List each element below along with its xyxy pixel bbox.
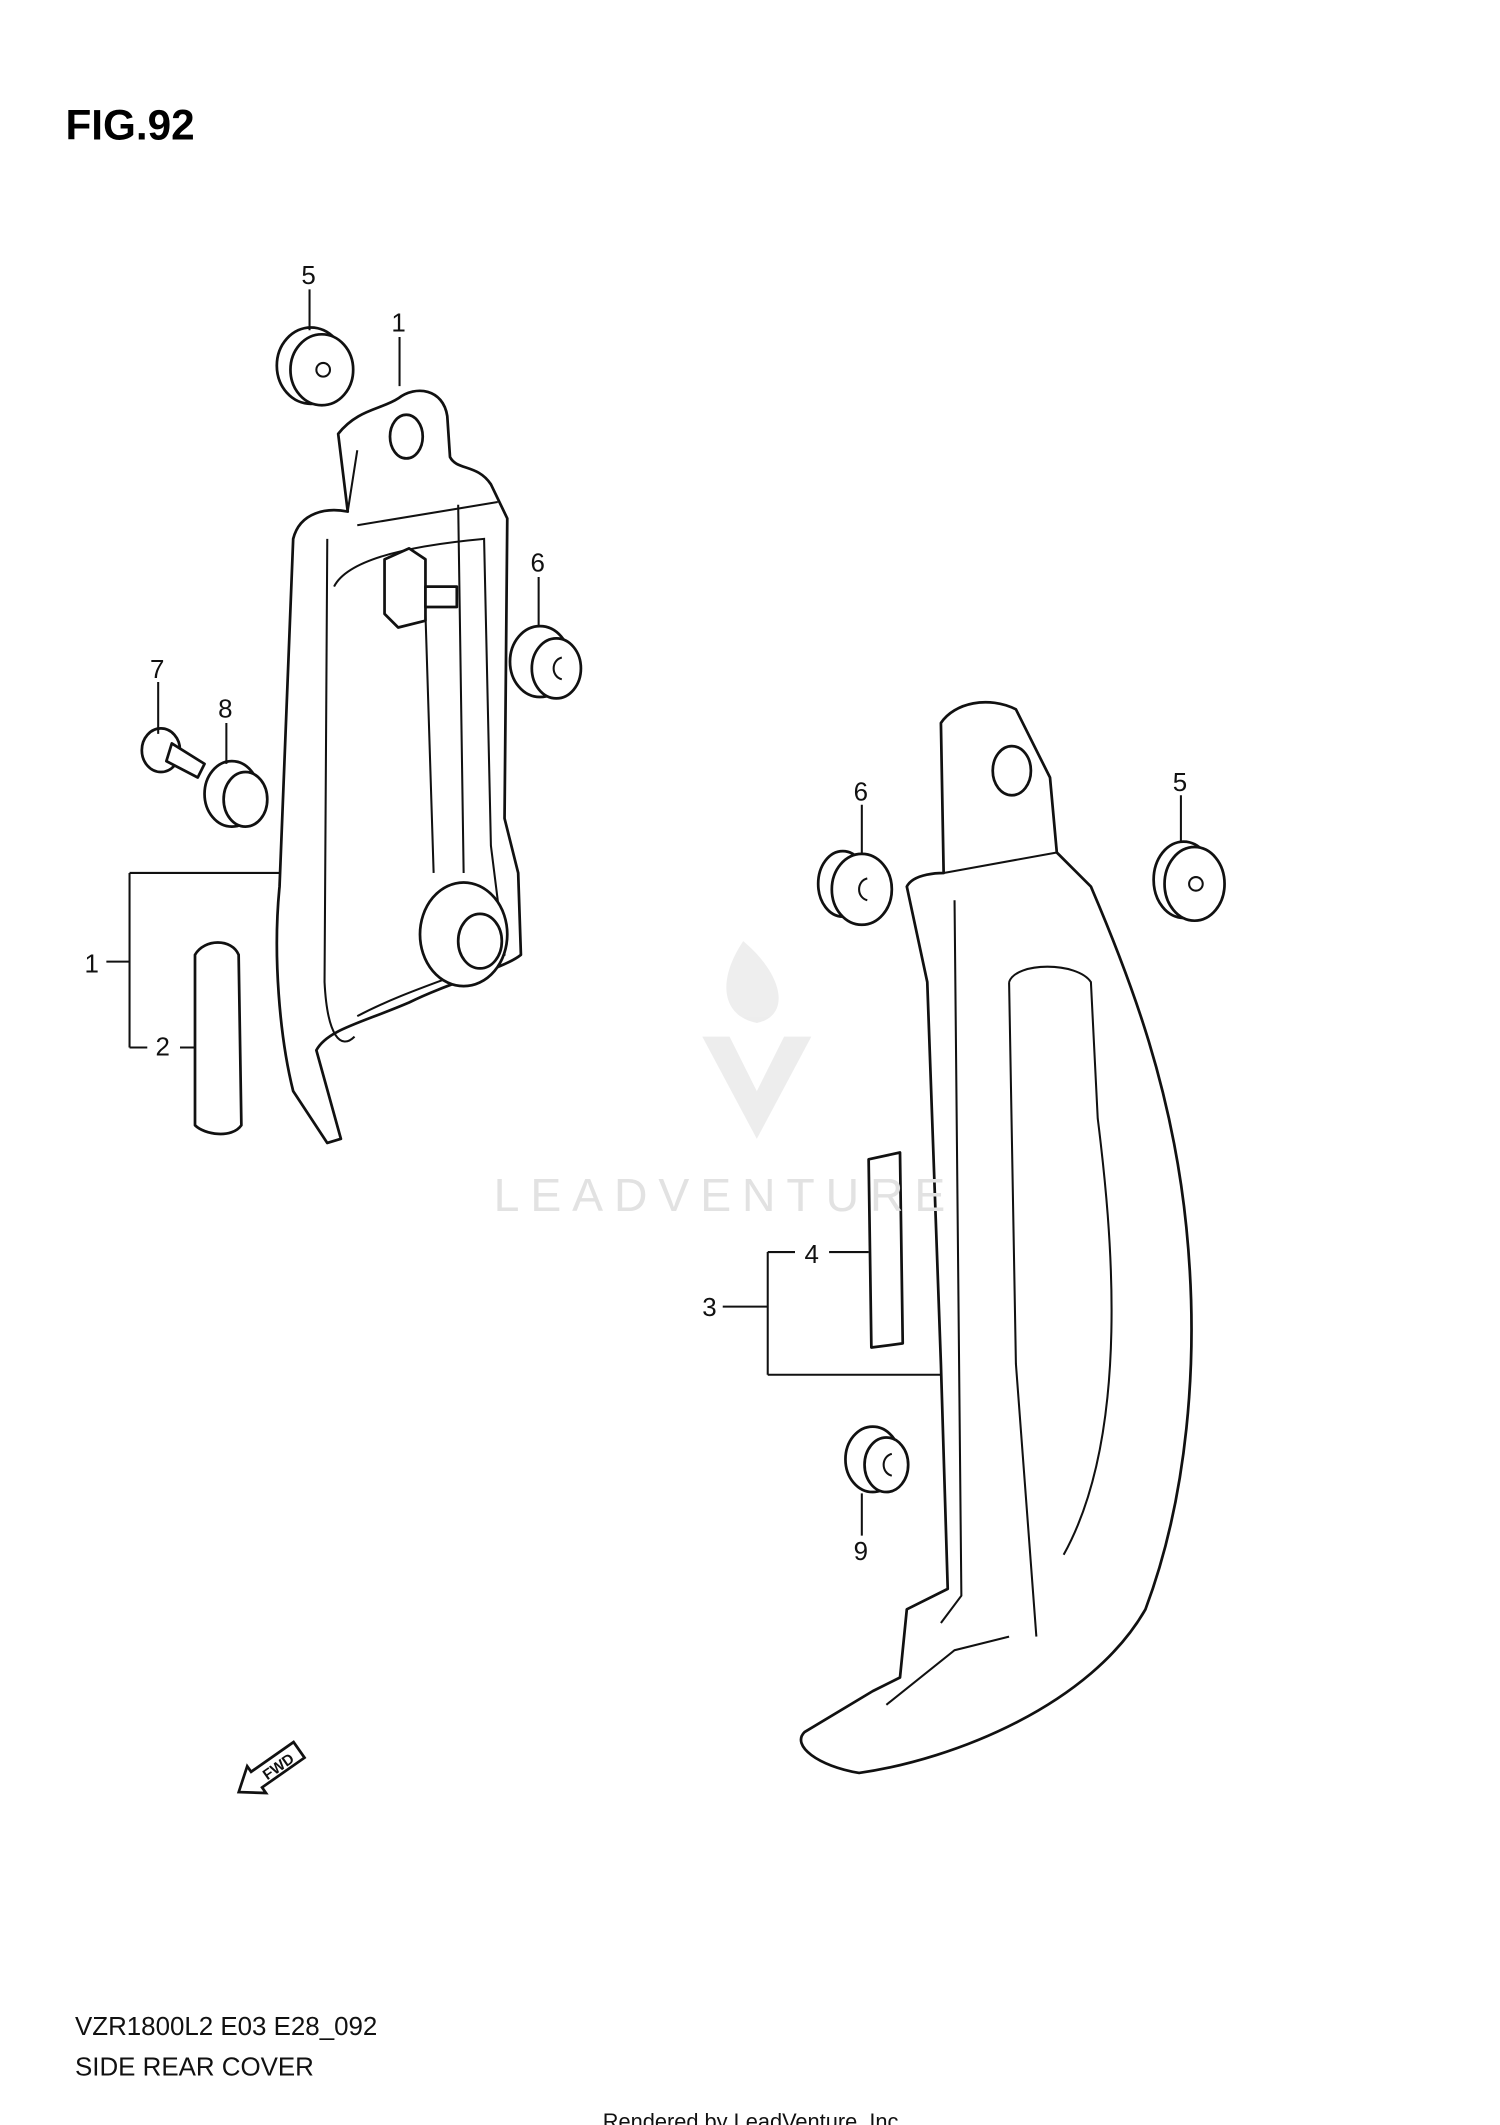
left-callout-lines — [106, 289, 540, 1049]
callout-label: 2 — [155, 1034, 169, 1062]
right-side-cover-part-3[interactable] — [799, 700, 1193, 1775]
right-callout-lines — [722, 795, 1182, 1536]
figure-title: FIG.92 — [65, 101, 194, 148]
grommet-part-6-left[interactable] — [508, 624, 583, 700]
callout-label: 6 — [854, 779, 868, 807]
callout-label: 5 — [1173, 769, 1187, 797]
left-side-cover-part-1[interactable] — [275, 389, 523, 1145]
grommet-part-9[interactable] — [844, 1425, 910, 1494]
callout-label: 1 — [391, 310, 405, 338]
callout-label: 7 — [150, 656, 164, 684]
callout-label: 3 — [702, 1294, 716, 1322]
trim-part-2[interactable] — [193, 941, 243, 1136]
callout-label: 5 — [301, 262, 315, 290]
callout-label: 4 — [805, 1241, 819, 1269]
callout-label: 1 — [85, 950, 99, 978]
callout-label: 6 — [530, 550, 544, 578]
callout-label: 8 — [218, 696, 232, 724]
grommet-part-5-right[interactable] — [1152, 840, 1226, 923]
grommet-part-5-left[interactable] — [275, 326, 355, 407]
grommet-part-8[interactable] — [203, 759, 269, 828]
section-title: SIDE REAR COVER — [75, 2054, 314, 2082]
model-code: VZR1800L2 E03 E28_092 — [75, 2013, 377, 2041]
grommet-part-6-right[interactable] — [816, 849, 894, 927]
trim-part-4[interactable] — [867, 1151, 905, 1349]
credit-text: Rendered by LeadVenture, Inc. — [603, 2109, 905, 2125]
callout-label: 9 — [854, 1538, 868, 1566]
bolt-part-7[interactable] — [140, 727, 206, 779]
forward-arrow-icon: FWD — [236, 1740, 307, 1795]
watermark-logo — [702, 941, 812, 1139]
watermark-text: LEADVENTURE — [494, 1169, 957, 1221]
